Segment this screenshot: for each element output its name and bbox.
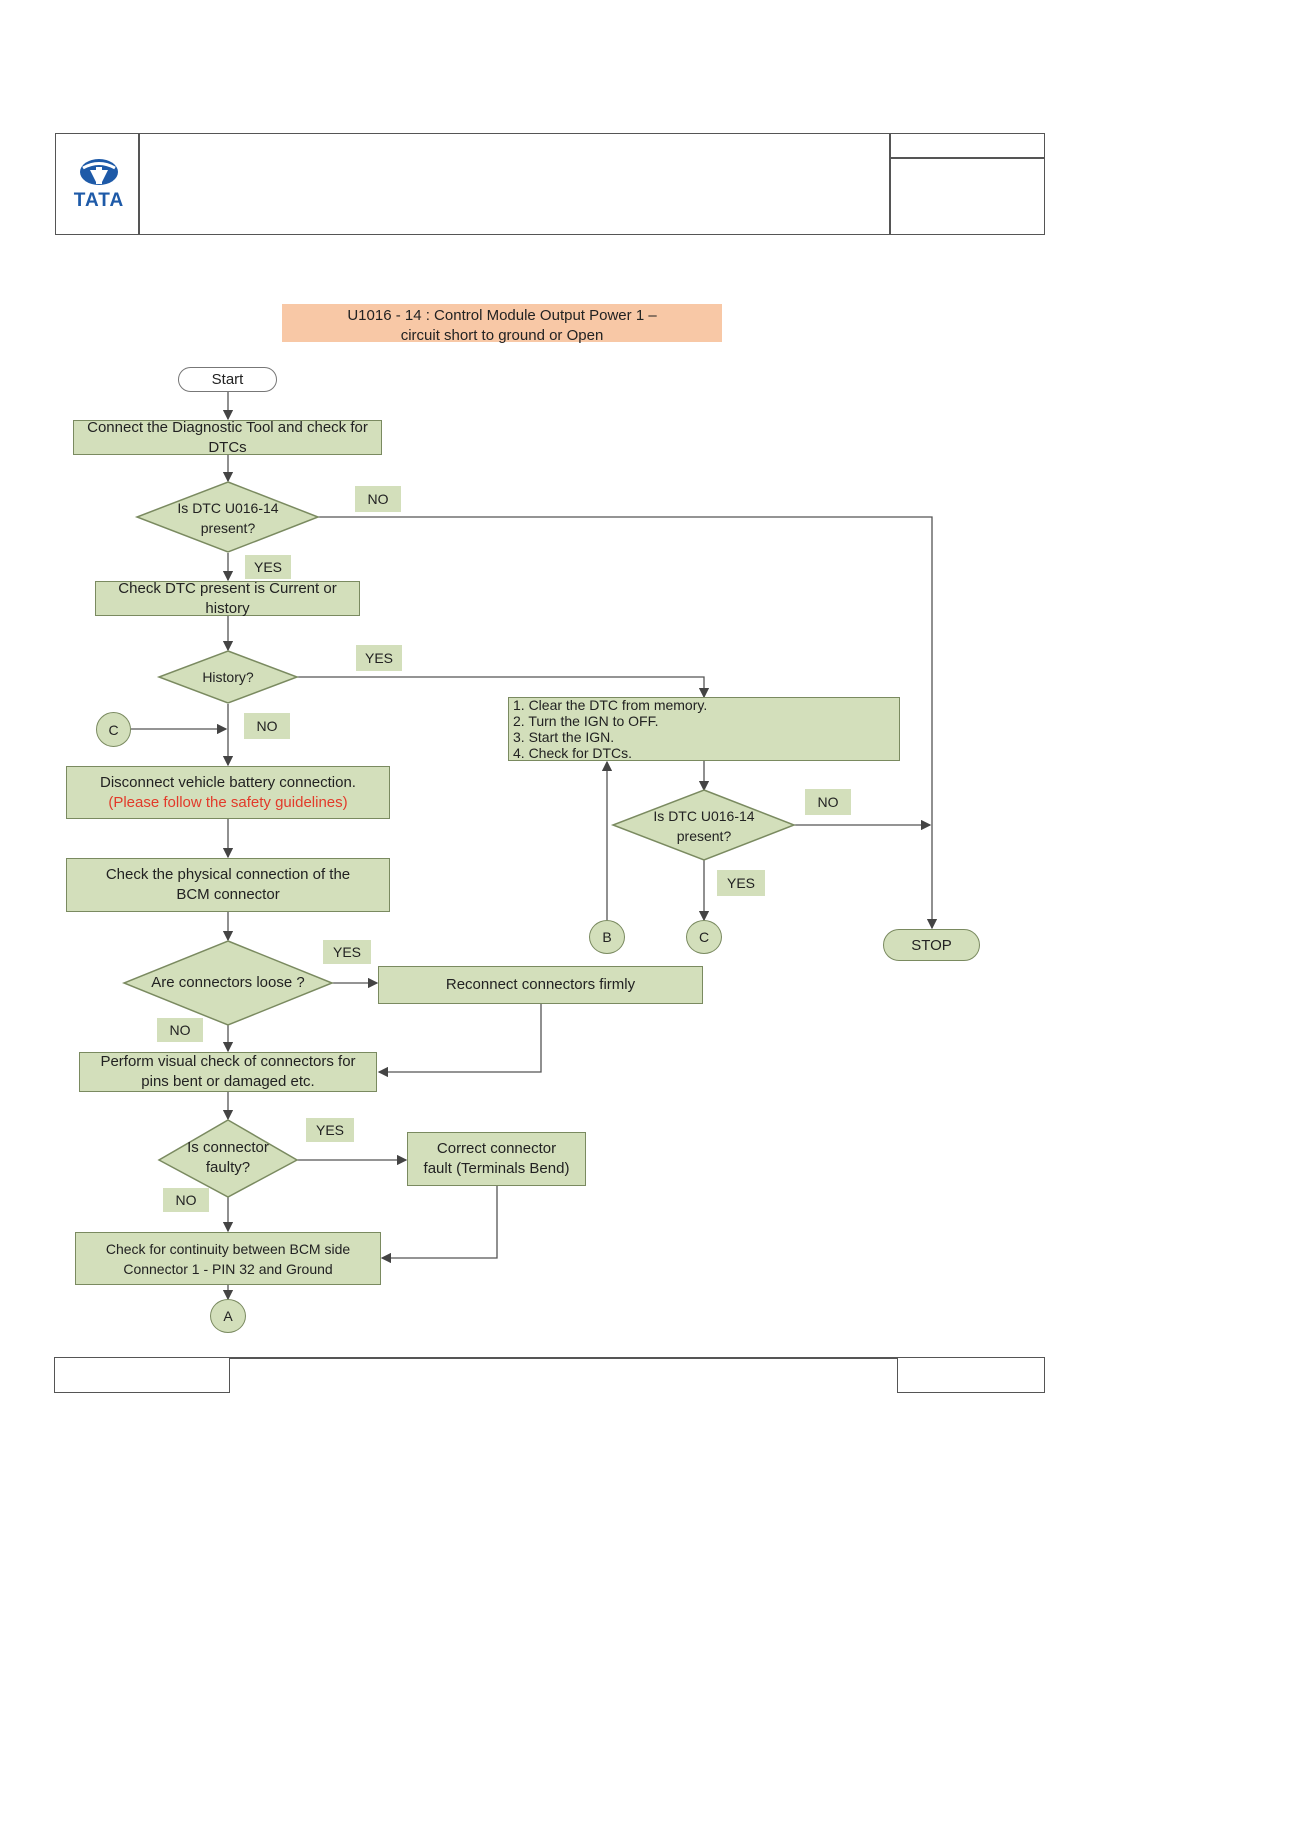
tata-logo: TATA (60, 152, 138, 222)
box-disconnect-battery: Disconnect vehicle battery connection. (… (66, 766, 390, 819)
decision-connectors-loose: Are connectors loose ? (151, 974, 305, 991)
decision-dtc-present-1: Is DTC U016-14 present? (177, 500, 279, 536)
header-divider-left (138, 133, 140, 235)
disconnect-battery-text: Disconnect vehicle battery connection. (100, 773, 356, 791)
clear-step-4: 4. Check for DTCs. (513, 745, 633, 761)
safety-note: (Please follow the safety guidelines) (108, 793, 348, 811)
label-no-loose: NO (157, 1018, 203, 1042)
clear-step-3: 3. Start the IGN. (513, 729, 615, 745)
box-visual-check: Perform visual check of connectors for p… (79, 1052, 377, 1092)
header-divider-row (889, 157, 1045, 159)
box-check-current-history: Check DTC present is Current or history (95, 580, 360, 617)
label-yes-dtc1: YES (245, 555, 291, 579)
box-continuity: Check for continuity between BCM side Co… (75, 1232, 381, 1285)
label-yes-faulty: YES (306, 1118, 354, 1142)
connector-a: A (210, 1299, 246, 1333)
label-yes-history: YES (356, 645, 402, 671)
footer-line (229, 1357, 898, 1359)
stop-terminal: STOP (883, 929, 980, 961)
start-terminal: Start (178, 367, 277, 392)
box-reconnect: Reconnect connectors firmly (378, 966, 703, 1004)
header-divider-right (889, 133, 891, 235)
decision-history: History? (202, 669, 254, 685)
decision-connector-faulty-shape (157, 1119, 299, 1198)
clear-step-2: 2. Turn the IGN to OFF. (513, 713, 659, 729)
decision-connector-faulty: Is connector faulty? (187, 1139, 269, 1176)
label-yes-dtc2: YES (717, 870, 765, 896)
box-check-physical: Check the physical connection of the BCM… (66, 858, 390, 912)
decision-dtc-present-1-shape (134, 481, 321, 553)
logo-text: TATA (73, 190, 125, 211)
decision-connectors-loose-shape (121, 940, 335, 1026)
label-no-dtc1: NO (355, 486, 401, 512)
box-clear-steps: 1. Clear the DTC from memory. 2. Turn th… (508, 697, 900, 761)
label-no-history: NO (244, 713, 290, 739)
decision-dtc-present-2: Is DTC U016-14 present? (653, 808, 755, 844)
box-correct-fault: Correct connector fault (Terminals Bend) (407, 1132, 586, 1186)
label-yes-loose: YES (323, 940, 371, 964)
connector-b: B (589, 920, 625, 954)
footer-right-box (897, 1357, 1045, 1393)
decision-dtc-present-2-shape (610, 789, 797, 861)
decision-history-shape (156, 650, 300, 704)
diagram-title: U1016 - 14 : Control Module Output Power… (282, 304, 722, 344)
label-no-dtc2: NO (805, 789, 851, 815)
footer-left-box (54, 1357, 230, 1393)
tata-logo-icon (80, 159, 118, 185)
header-frame (55, 133, 1045, 235)
label-no-faulty: NO (163, 1188, 209, 1212)
connector-c-left: C (96, 712, 131, 747)
clear-step-1: 1. Clear the DTC from memory. (513, 697, 708, 713)
box-connect-tool: Connect the Diagnostic Tool and check fo… (73, 419, 382, 456)
connector-c-right: C (686, 920, 722, 954)
